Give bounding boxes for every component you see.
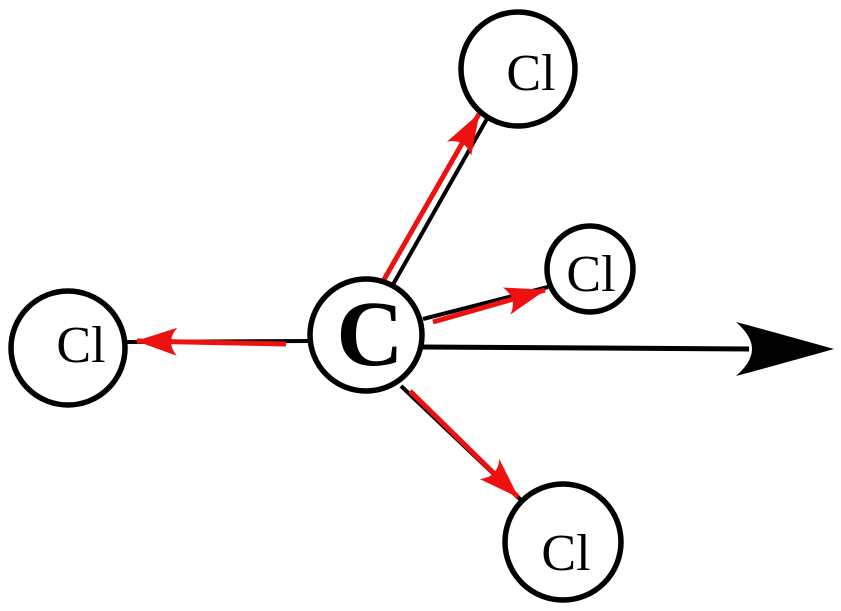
resultant-arrow-shaft xyxy=(421,344,750,352)
dipole-arrow-lower-right xyxy=(408,389,520,499)
bond-c-cl-upper-right xyxy=(389,116,490,289)
dipole-arrow-right xyxy=(432,287,546,325)
chlorine-atom-label-lower-right: Cl xyxy=(541,525,590,582)
dipole-arrow-left xyxy=(136,327,287,356)
chlorine-atom-circle-lower-right xyxy=(502,481,624,603)
chlorine-atom-circle-upper-right xyxy=(458,9,578,129)
resultant-dipole-arrow xyxy=(421,322,834,376)
chlorine-atom-label-left: Cl xyxy=(56,317,105,374)
bond-c-cl-right xyxy=(422,285,549,321)
carbon-atom-circle xyxy=(307,276,425,394)
carbon-atom-label: C xyxy=(336,283,403,386)
chlorine-atom-circle-left xyxy=(8,288,128,408)
chlorine-atom-label-right: Cl xyxy=(566,246,615,303)
chlorine-atom-label-upper-right: Cl xyxy=(506,45,555,102)
dipole-arrow-upper-right xyxy=(379,112,482,285)
chlorine-atom-circle-right xyxy=(544,223,636,315)
resultant-arrowhead-icon xyxy=(736,322,834,376)
